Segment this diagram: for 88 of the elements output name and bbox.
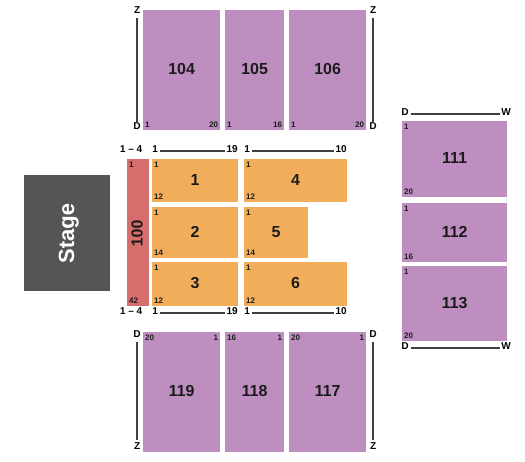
- row-number: 16: [227, 333, 236, 342]
- row-range-label: Z: [134, 441, 140, 453]
- seating-section: [143, 332, 220, 452]
- row-number: 20: [291, 333, 300, 342]
- row-number: 14: [246, 248, 255, 257]
- seating-section: [402, 121, 507, 197]
- row-number: 1: [129, 160, 134, 169]
- row-number: 20: [209, 120, 218, 129]
- section-number: 119: [168, 384, 194, 400]
- seating-section: [225, 10, 284, 130]
- row-number: 1: [404, 204, 408, 213]
- seating-section: [143, 10, 220, 130]
- row-number: 16: [404, 252, 413, 261]
- seating-section: [244, 207, 308, 258]
- row-number: 1: [145, 120, 150, 129]
- seating-section: [152, 207, 238, 258]
- row-number: 1: [278, 333, 282, 342]
- section-number: 113: [442, 296, 468, 312]
- row-number: 1: [246, 160, 250, 169]
- row-number: 1: [227, 120, 232, 129]
- row-number: 16: [273, 120, 282, 129]
- section-number: 6: [291, 276, 300, 292]
- row-range-label: D: [133, 121, 141, 133]
- row-range-label: W: [501, 107, 511, 119]
- seating-section: [289, 332, 366, 452]
- row-range-label: 1: [244, 306, 250, 318]
- row-number: 14: [154, 248, 163, 257]
- row-number: 1: [360, 333, 364, 342]
- section-number: 3: [190, 276, 200, 292]
- row-range-label: D: [401, 341, 409, 353]
- row-number: 20: [404, 187, 413, 196]
- row-range-label: 19: [226, 306, 238, 318]
- seating-section: [289, 10, 366, 130]
- row-number: 1: [291, 120, 296, 129]
- seating-section: [402, 203, 507, 262]
- seating-section: [402, 266, 507, 341]
- row-range-label: Z: [370, 5, 376, 17]
- row-number: 12: [246, 192, 255, 201]
- row-range-label: 1: [244, 144, 250, 156]
- row-number: 1: [154, 160, 158, 169]
- row-number: 1: [246, 263, 250, 272]
- row-number: 1: [154, 263, 158, 272]
- section-number: 105: [241, 62, 268, 78]
- seating-section: [225, 332, 284, 452]
- row-range-label: Z: [370, 441, 376, 453]
- row-range-label: 1 – 4: [120, 306, 142, 318]
- seating-section: [127, 159, 149, 306]
- seating-section: [152, 159, 238, 202]
- section-number: 106: [314, 62, 341, 78]
- section-number: 2: [190, 224, 200, 240]
- row-range-label: D: [369, 121, 377, 133]
- row-number: 20: [404, 331, 413, 340]
- row-range-label: 1: [152, 144, 158, 156]
- section-number: 118: [242, 384, 268, 400]
- row-number: 12: [246, 296, 255, 305]
- section-number: 117: [314, 384, 340, 400]
- row-number: 12: [154, 192, 163, 201]
- section-number: 104: [168, 62, 195, 78]
- row-range-label: D: [133, 329, 141, 341]
- row-range-label: Z: [134, 5, 140, 17]
- section-number: 100: [130, 219, 146, 246]
- section-number: 1: [190, 172, 200, 188]
- row-number: 1: [214, 333, 218, 342]
- section-number: 4: [291, 172, 300, 188]
- row-range-label: 10: [335, 306, 347, 318]
- section-number: 111: [442, 151, 467, 167]
- seating-section: [244, 159, 347, 202]
- row-number: 12: [154, 296, 163, 305]
- row-number: 20: [355, 120, 364, 129]
- row-number: 1: [154, 208, 158, 217]
- row-range-label: D: [369, 329, 377, 341]
- section-number: 5: [272, 224, 280, 240]
- row-number: 1: [404, 267, 408, 276]
- stage-block: [24, 175, 110, 291]
- seating-section: [152, 262, 238, 306]
- row-number: 1: [246, 208, 250, 217]
- row-number: 1: [404, 122, 408, 131]
- row-range-label: D: [401, 107, 409, 119]
- stage-label: Stage: [56, 203, 78, 263]
- row-number: 42: [129, 296, 138, 305]
- section-number: 112: [442, 224, 468, 240]
- row-range-label: W: [501, 341, 511, 353]
- row-range-label: 19: [226, 144, 238, 156]
- row-range-label: 1 – 4: [120, 144, 142, 156]
- row-range-label: 10: [335, 144, 347, 156]
- seating-section: [244, 262, 347, 306]
- row-range-label: 1: [152, 306, 158, 318]
- row-number: 20: [145, 333, 154, 342]
